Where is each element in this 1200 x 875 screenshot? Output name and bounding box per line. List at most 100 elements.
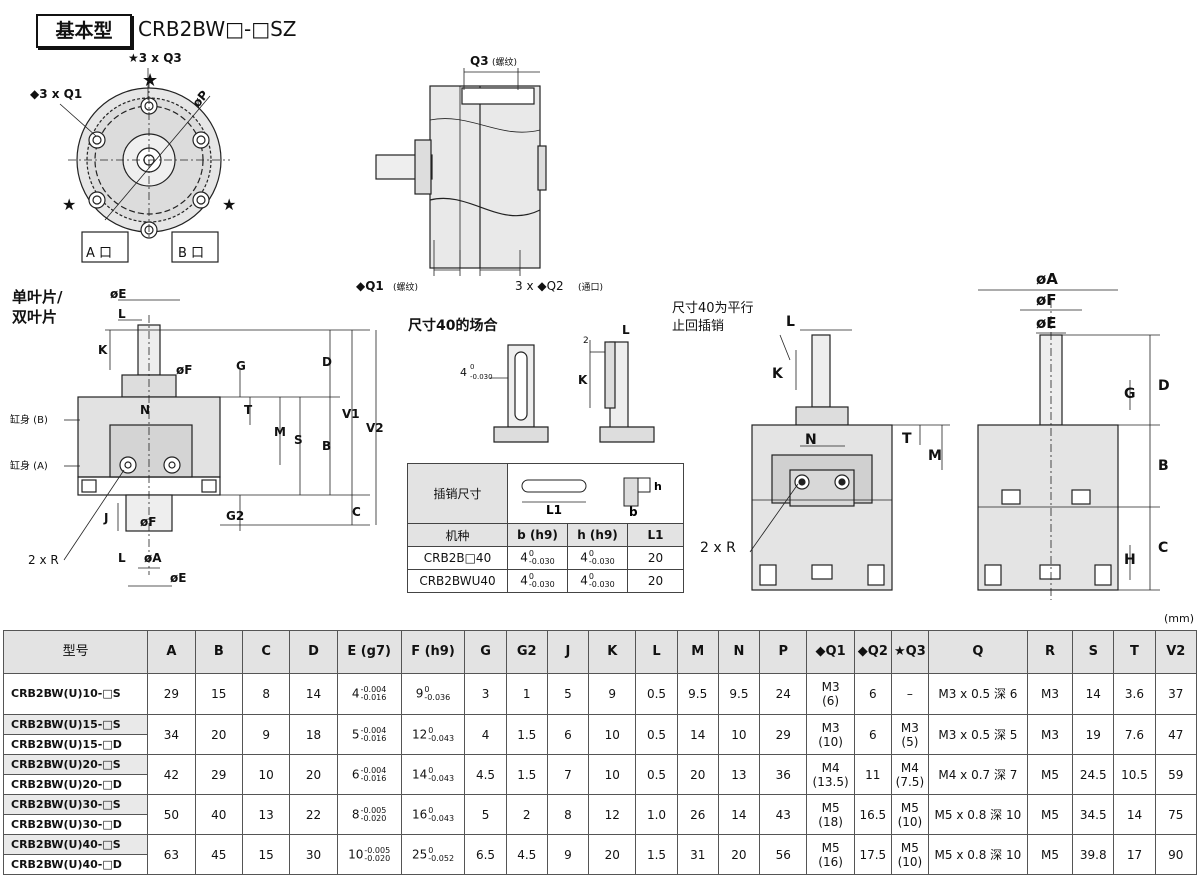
spec-cell-q: M4 x 0.7 深 7	[927, 754, 1028, 795]
spec-model-cell: CRB2BW(U)15-□S	[2, 714, 149, 735]
dim-label: øF	[140, 515, 156, 529]
spec-cell-v2: 37	[1154, 673, 1198, 715]
pin-icon: L1 b h	[521, 477, 662, 519]
spec-cell-f: 160-0.043	[400, 794, 466, 835]
spec-header: A	[147, 630, 196, 674]
spec-cell-s: 34.5	[1072, 794, 1115, 835]
spec-header: K	[588, 630, 637, 674]
spec-header: ◆Q1	[806, 630, 855, 674]
spec-cell-e: 6-0.004-0.016	[336, 754, 402, 795]
spec-cell-q3: –	[890, 673, 929, 715]
spec-cell-k: 9	[588, 673, 637, 715]
spec-cell-t: 10.5	[1113, 754, 1156, 795]
spec-cell-a: 50	[147, 794, 196, 835]
spec-cell-e: 4-0.004-0.016	[336, 673, 402, 715]
blade-label: 单叶片/	[12, 288, 63, 306]
spec-header: T	[1113, 630, 1156, 674]
pin-icon-l1: L1	[546, 503, 562, 517]
spec-cell-n: 9.5	[717, 673, 761, 715]
parallel-r-label: 2 x R	[700, 540, 736, 556]
dim-label: L	[118, 551, 126, 565]
spec-cell-l: 0.5	[635, 754, 678, 795]
spec-cell-q3: M3(5)	[890, 714, 929, 755]
spec-cell-c: 10	[241, 754, 291, 795]
spec-cell-e: 5-0.004-0.016	[336, 714, 402, 755]
spec-cell-q: M5 x 0.8 深 10	[927, 834, 1028, 875]
spec-cell-l: 0.5	[635, 673, 678, 715]
spec-cell-g: 4.5	[464, 754, 507, 795]
spec-cell-n: 14	[717, 794, 761, 835]
spec-cell-s: 19	[1072, 714, 1115, 755]
technical-drawings: ◆3 x Q1 ★3 x Q3 øP ★ ★ ★ A 口 B 口 Q3 (螺纹)…	[10, 51, 1170, 600]
spec-cell-c: 13	[241, 794, 291, 835]
spec-cell-q2: 17.5	[853, 834, 892, 875]
spec-cell-q1: M3(10)	[806, 714, 855, 755]
spec-cell-b: 45	[194, 834, 243, 875]
parallel-note: 尺寸40为平行	[672, 301, 754, 316]
spec-model-cell: CRB2BW(U)20-□S	[2, 754, 149, 775]
spec-header: G	[464, 630, 507, 674]
spec-model-cell: CRB2BW(U)40-□S	[2, 834, 149, 855]
spec-header: D	[289, 630, 338, 674]
pin-icon-b: b	[629, 505, 638, 519]
type-label: 基本型	[36, 14, 132, 48]
spec-cell-e: 10-0.005-0.020	[336, 834, 402, 875]
spec-cell-g: 4	[464, 714, 507, 755]
size40-k: K	[578, 373, 588, 387]
spec-cell-a: 42	[147, 754, 196, 795]
side-q3-label: Q3	[470, 54, 489, 68]
dim-label: G2	[226, 509, 244, 523]
spec-cell-r: M5	[1026, 794, 1074, 835]
spec-cell-d: 20	[289, 754, 338, 795]
pin-cell: CRB2BWU40	[407, 569, 508, 593]
dim-label: S	[294, 433, 303, 447]
top-q1-label: ◆3 x Q1	[30, 87, 82, 101]
pin-cell: 40-0.030	[507, 546, 568, 570]
spec-cell-c: 15	[241, 834, 291, 875]
side-q2-note: (通口)	[578, 282, 603, 293]
spec-model-cell: CRB2BW(U)15-□D	[2, 734, 149, 755]
pin-header: h (h9)	[567, 523, 628, 547]
spec-header: E (g7)	[336, 630, 402, 674]
spec-header: F (h9)	[400, 630, 466, 674]
dim-label: øA	[1036, 270, 1058, 288]
spec-cell-a: 34	[147, 714, 196, 755]
spec-cell-v2: 75	[1154, 794, 1198, 835]
spec-cell-a: 63	[147, 834, 196, 875]
pin-header: b (h9)	[507, 523, 568, 547]
spec-cell-e: 8-0.005-0.020	[336, 794, 402, 835]
dim-label: øE	[1036, 314, 1057, 332]
spec-cell-m: 20	[676, 754, 719, 795]
spec-cell-g: 3	[464, 673, 507, 715]
spec-cell-r: M3	[1026, 714, 1074, 755]
dim-label: G	[1124, 386, 1136, 402]
spec-row: CRB2BW(U)15-□D	[2, 734, 1197, 755]
spec-header: L	[635, 630, 678, 674]
spec-cell-r: M5	[1026, 834, 1074, 875]
spec-cell-q2: 11	[853, 754, 892, 795]
spec-header: V2	[1154, 630, 1198, 674]
spec-header: 型号	[2, 630, 149, 674]
dim-label: M	[928, 448, 942, 464]
dim-label: L	[786, 314, 795, 330]
spec-cell-g2: 4.5	[505, 834, 548, 875]
dim-label: D	[322, 355, 332, 369]
spec-cell-l: 1.0	[635, 794, 678, 835]
side-view	[375, 68, 547, 276]
spec-cell-g2: 1.5	[505, 714, 548, 755]
pin-size-table: 插销尺寸 L1 b h 机种 b (h9) h (h9) L1 CRB2B□40…	[407, 463, 684, 593]
spec-cell-k: 12	[588, 794, 637, 835]
spec-cell-s: 14	[1072, 673, 1115, 715]
dim-label: øE	[170, 571, 186, 585]
spec-cell-b: 15	[194, 673, 243, 715]
body-a-label: 缸身 (A)	[10, 459, 48, 472]
spec-cell-q1: M5(16)	[806, 834, 855, 875]
spec-cell-p: 43	[759, 794, 808, 835]
spec-cell-g: 6.5	[464, 834, 507, 875]
spec-model-cell: CRB2BW(U)30-□S	[2, 794, 149, 815]
dim-label: øF	[176, 363, 192, 377]
dim-label: T	[902, 431, 912, 447]
spec-cell-f: 90-0.036	[400, 673, 466, 715]
dim-label: D	[1158, 378, 1170, 394]
